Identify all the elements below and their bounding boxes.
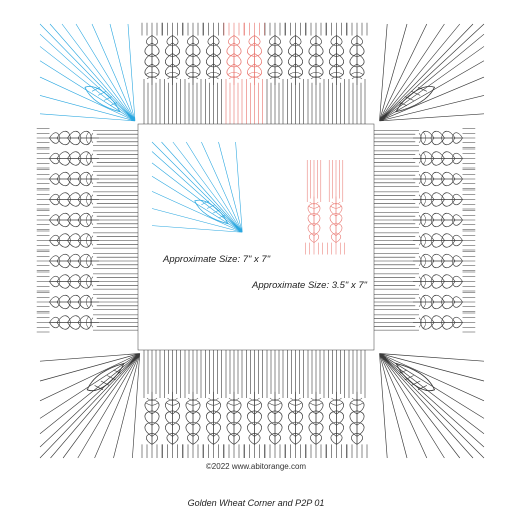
- right-border-wheat-stalk: [373, 292, 476, 312]
- left-border-wheat-stalk: [36, 169, 139, 189]
- pattern-title: Golden Wheat Corner and P2P 01: [187, 498, 325, 508]
- right-border-wheat-stalk: [373, 189, 476, 210]
- bottom-border-wheat-stalk: [244, 349, 265, 459]
- left-border-wheat-stalk: [36, 271, 139, 292]
- corner-size-label: Approximate Size: 7" x 7": [163, 254, 271, 265]
- right-border-wheat-stalk: [373, 148, 476, 169]
- right-border-wheat-stalk: [373, 210, 476, 230]
- bottom-border-wheat-stalk: [162, 349, 183, 459]
- bottom-border-wheat-stalk: [264, 349, 286, 459]
- p2p-size-label: Approximate Size: 3.5" x 7": [252, 280, 367, 291]
- right-border-wheat-stalk: [373, 169, 476, 189]
- bottom-border-wheat-stalk: [305, 349, 327, 459]
- bottom-border-wheat-stalk: [346, 349, 368, 459]
- bottom-border-wheat-stalk: [182, 349, 204, 459]
- top-border-wheat-stalk: [264, 22, 286, 125]
- bottom-border-wheat-stalk: [326, 349, 347, 459]
- top-border-wheat-stalk: [346, 22, 368, 125]
- copyright-text: ©2022 www.abitorange.com: [205, 462, 307, 471]
- right-border-wheat-stalk: [373, 271, 476, 292]
- bottom-border-wheat-stalk: [285, 349, 306, 459]
- top-border-wheat-stalk: [326, 22, 347, 125]
- p2p-sample-stalk-right: [327, 159, 345, 255]
- left-border-wheat-stalk: [36, 148, 139, 169]
- left-border-wheat-stalk: [36, 251, 139, 271]
- top-border-wheat-stalk: [305, 22, 327, 125]
- inner-window-frame: [137, 123, 375, 351]
- top-border-wheat-stalk: [182, 22, 204, 125]
- corner-sample-motif: [151, 141, 243, 233]
- top-border-wheat-stalk: [162, 22, 183, 125]
- left-border-wheat-stalk: [36, 189, 139, 210]
- top-right-corner-wheat: [378, 23, 485, 122]
- bottom-border-wheat-stalk: [223, 349, 245, 459]
- right-border-wheat-stalk: [373, 312, 476, 333]
- p2p-sample-stalk-left: [305, 159, 323, 255]
- top-border-wheat-stalk: [141, 22, 163, 125]
- left-border-wheat-stalk: [36, 292, 139, 312]
- right-border-wheat-stalk: [373, 251, 476, 271]
- left-border-wheat-stalk: [36, 230, 139, 251]
- left-border-wheat-stalk: [36, 210, 139, 230]
- right-border-wheat-stalk: [373, 128, 476, 148]
- top-border-wheat-stalk: [203, 22, 224, 125]
- top-border-wheat-stalk: [223, 22, 245, 125]
- top-border-wheat-stalk: [244, 22, 265, 125]
- right-border-wheat-stalk: [373, 230, 476, 251]
- top-left-corner-wheat: [39, 23, 136, 122]
- bottom-border-wheat-stalk: [141, 349, 163, 459]
- left-border-wheat-stalk: [36, 128, 139, 148]
- left-border-wheat-stalk: [36, 312, 139, 333]
- top-border-wheat-stalk: [285, 22, 306, 125]
- bottom-left-corner-wheat: [39, 352, 141, 459]
- bottom-border-wheat-stalk: [203, 349, 224, 459]
- bottom-right-corner-wheat: [378, 352, 485, 459]
